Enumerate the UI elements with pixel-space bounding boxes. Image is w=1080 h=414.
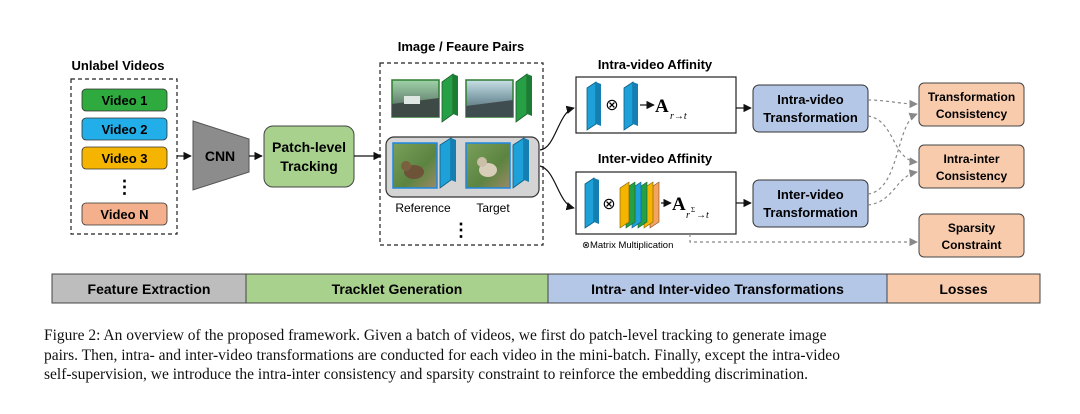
caption-line-2: pairs. Then, intra- and inter-video tran… — [44, 346, 840, 364]
transformation-consistency-line1: Transformation — [928, 90, 1015, 104]
video-3-button: Video 3 — [81, 146, 168, 170]
video-n-label: Video N — [100, 207, 148, 222]
caption-line-3: self-supervision, we introduce the intra… — [44, 366, 809, 383]
inter-feature-stack — [619, 181, 660, 229]
video-1-button: Video 1 — [81, 88, 168, 112]
stage-feature-extraction — [51, 273, 247, 304]
intra-transform-line2: Transformation — [763, 110, 858, 125]
arrow-pairs-to-inter — [539, 165, 575, 211]
blue-feature-ref — [439, 137, 452, 189]
tracking-line2: Tracking — [280, 158, 338, 174]
inter-matrix-subscript-rest: →t — [696, 210, 709, 221]
reference-label: Reference — [395, 201, 451, 215]
sparsity-constraint-box — [918, 213, 1025, 258]
transformation-consistency-box — [918, 82, 1025, 127]
inter-transform-block — [752, 179, 869, 228]
inter-matrix-subscript-sup: Σ — [691, 206, 695, 214]
sparsity-constraint-line2: Constraint — [942, 238, 1002, 252]
pair-bottom — [392, 137, 529, 189]
video-1-label: Video 1 — [101, 93, 147, 108]
matmul-note: ⊗Matrix Multiplication — [582, 240, 673, 251]
arrow-affinity-to-sparsity — [689, 234, 918, 247]
arrow-inter-to-transformation-consistency — [867, 112, 918, 195]
intra-affinity-title: Intra-video Affinity — [598, 57, 713, 72]
intra-transform-block — [752, 84, 869, 133]
intra-affinity-box — [575, 76, 737, 134]
stage-feature-extraction-label: Feature Extraction — [88, 281, 211, 297]
inter-affinity-title: Inter-video Affinity — [598, 151, 713, 166]
blue-feature-target — [512, 137, 525, 189]
video-n-button: Video N — [81, 202, 168, 226]
video-2-label: Video 2 — [101, 122, 147, 137]
stage-tracklet-generation-label: Tracklet Generation — [332, 281, 463, 297]
inter-transform-line1: Inter-video — [777, 187, 844, 202]
tracking-line1: Patch-level — [272, 139, 346, 155]
unlabel-videos-title: Unlabel Videos — [72, 58, 165, 73]
intra-inter-consistency-line2: Consistency — [936, 169, 1008, 183]
pairs-frame — [379, 62, 544, 246]
green-feature-ref — [441, 73, 454, 123]
arrow-intra-to-intra-inter — [867, 115, 918, 166]
arrow-inter-to-intra-inter — [867, 169, 918, 206]
cnn-block — [192, 120, 250, 191]
pairs-ellipsis: ⋮ — [452, 220, 470, 240]
sparsity-constraint-line1: Sparsity — [948, 221, 996, 235]
intra-matrix-subscript: r→t — [670, 111, 687, 122]
video-2-button: Video 2 — [81, 117, 168, 141]
arrow-pairs-to-intra — [539, 105, 575, 151]
intra-inter-consistency-box — [918, 144, 1025, 189]
stage-transformations-label: Intra- and Inter-video Transformations — [591, 281, 844, 297]
stage-losses-label: Losses — [939, 281, 987, 297]
transformation-consistency-line2: Consistency — [936, 107, 1008, 121]
intra-matrix-symbol: A — [655, 96, 669, 117]
intra-feature-b — [623, 81, 634, 131]
intra-feature-a — [586, 81, 597, 131]
intra-transform-line1: Intra-video — [777, 92, 844, 107]
video-3-label: Video 3 — [101, 151, 147, 166]
arrow-intra-to-transformation-consistency — [867, 99, 918, 109]
pairs-title: Image / Feaure Pairs — [398, 39, 524, 54]
caption-line-1: Figure 2: An overview of the proposed fr… — [44, 327, 827, 344]
inter-matrix-symbol: A — [672, 194, 686, 215]
inter-otimes: ⊗ — [602, 196, 615, 213]
intra-inter-consistency-line1: Intra-inter — [943, 152, 999, 166]
intra-otimes: ⊗ — [605, 97, 618, 114]
inter-feature-a — [584, 177, 595, 229]
figure-caption: Figure 2: An overview of the proposed fr… — [44, 326, 1044, 385]
tracking-block — [263, 125, 355, 188]
stage-tracklet-generation — [245, 273, 549, 304]
videos-ellipsis: ⋮ — [116, 177, 134, 197]
pair-top — [391, 73, 532, 123]
cnn-label: CNN — [205, 148, 235, 164]
inter-transform-line2: Transformation — [763, 205, 858, 220]
target-label: Target — [476, 201, 510, 215]
green-feature-target — [515, 73, 528, 123]
inter-matrix-subscript-main: r — [686, 210, 690, 221]
stage-losses — [886, 273, 1041, 304]
stage-bar: Feature Extraction Tracklet Generation I… — [51, 273, 1041, 304]
